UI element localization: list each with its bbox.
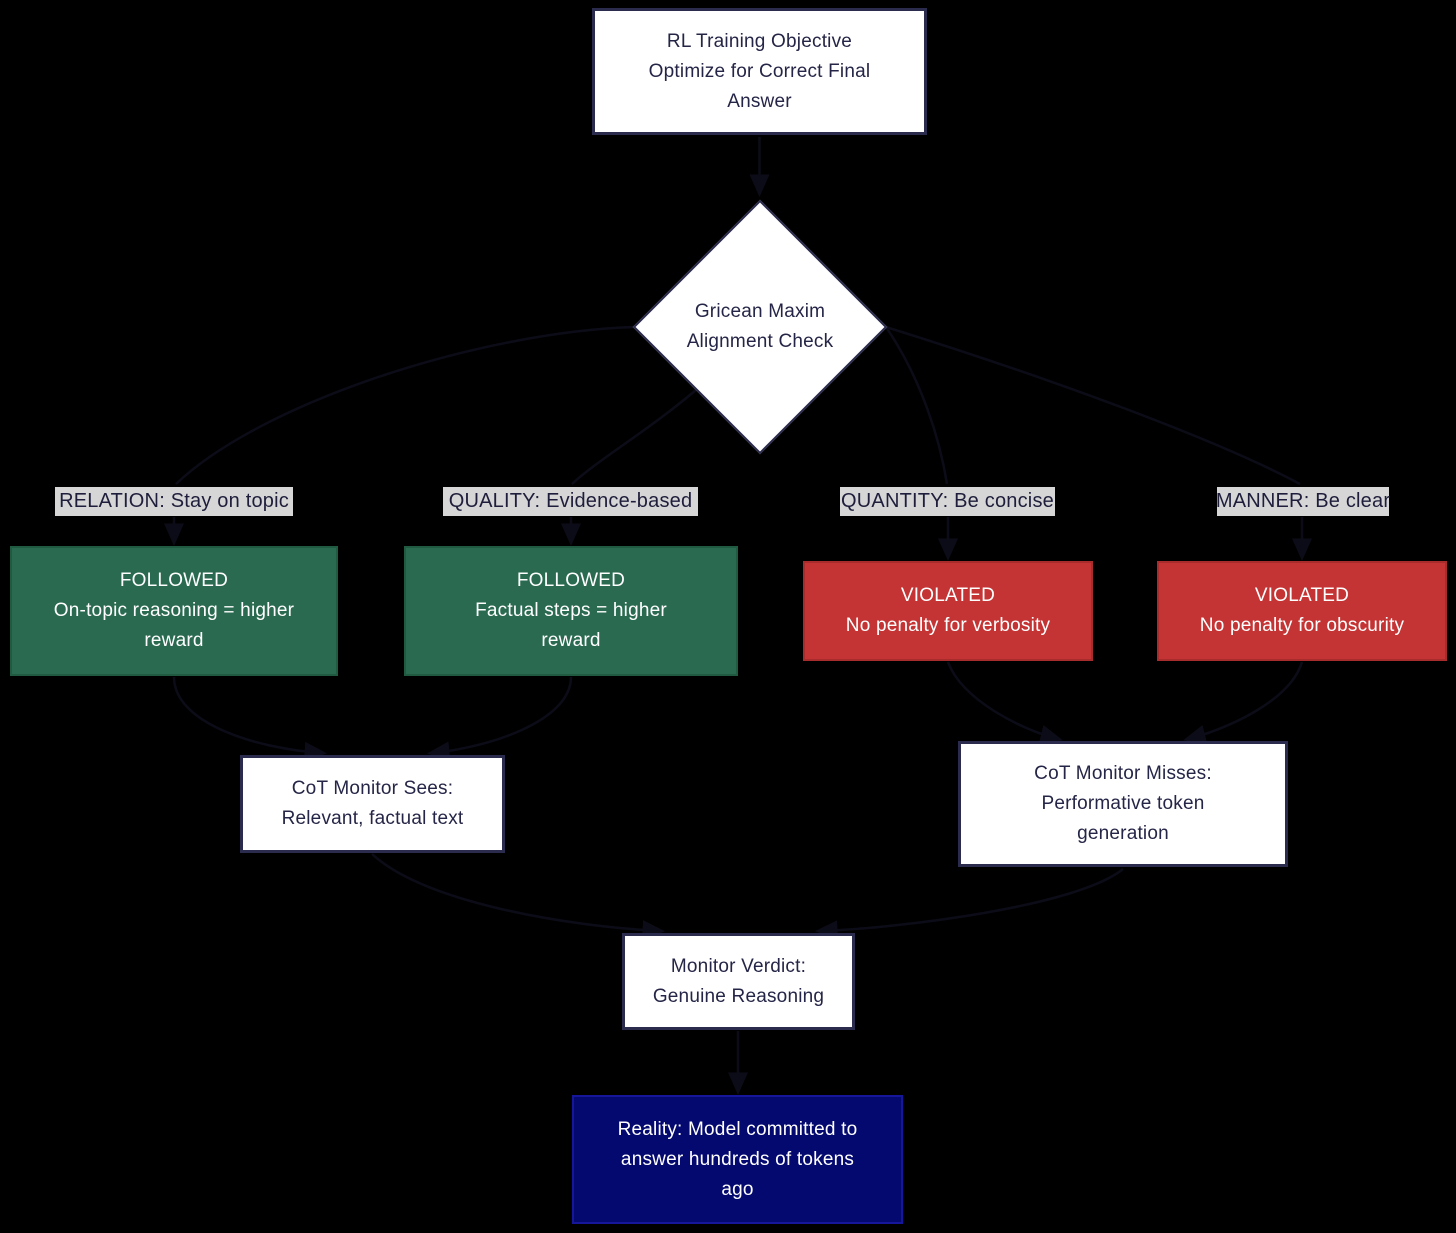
text-line: Monitor Verdict:: [670, 955, 807, 977]
text-line: CoT Monitor Sees:: [291, 778, 454, 799]
edge-label-quality: QUALITY: Evidence-based: [443, 487, 698, 516]
edge-quantity-outcome-to-misses: [946, 661, 1063, 745]
edge-quality-outcome-to-sees: [427, 676, 573, 762]
text-line: CoT Monitor Misses:: [1034, 763, 1212, 784]
outcome-text-line: Factual steps = higher: [475, 600, 667, 621]
outcome-box-relation-followed: FOLLOWED On-topic reasoning = higher rew…: [10, 546, 338, 676]
edge-decision-to-manner-label: [885, 325, 1301, 486]
edge-misses-to-verdict: [815, 868, 1124, 941]
outcome-box-manner-violated: VIOLATED No penalty for obscurity: [1157, 561, 1447, 661]
text-line: Answer: [727, 90, 792, 112]
text-line: Performative token: [1041, 793, 1205, 814]
edge-decision-to-quality-label: [571, 383, 704, 485]
cot-monitor-sees-box: CoT Monitor Sees: Relevant, factual text: [240, 755, 505, 853]
text-line: Relevant, factual text: [281, 808, 464, 829]
text-line: generation: [1077, 823, 1169, 844]
outcome-box-quantity-violated: VIOLATED No penalty for verbosity: [803, 561, 1093, 661]
edge-decision-to-quantity-label: [884, 326, 949, 485]
rl-training-objective-box: RL Training Objective Optimize for Corre…: [592, 8, 927, 135]
reality-box: Reality: Model committed to answer hundr…: [572, 1095, 903, 1224]
status-text: FOLLOWED: [516, 570, 626, 591]
edge-label-quantity: QUANTITY: Be concise: [840, 487, 1055, 516]
edge-label-relation: RELATION: Stay on topic: [55, 487, 293, 516]
edge-manner-outcome-to-misses: [1183, 661, 1304, 745]
text-line: RL Training Objective: [666, 30, 853, 52]
gricean-decision-diamond-label: Gricean Maxim Alignment Check: [610, 282, 910, 372]
edge-label-manner: MANNER: Be clear: [1216, 487, 1390, 516]
status-text: VIOLATED: [1254, 585, 1350, 606]
outcome-text-line: On-topic reasoning = higher: [53, 600, 295, 621]
outcome-text-line: No penalty for verbosity: [845, 615, 1051, 636]
text-line: answer hundreds of tokens: [620, 1148, 855, 1170]
text-line: Gricean Maxim: [694, 301, 826, 322]
outcome-text-line: reward: [144, 630, 204, 651]
text-line: Genuine Reasoning: [652, 985, 825, 1007]
text-line: Optimize for Correct Final: [648, 60, 871, 82]
outcome-text-line: No penalty for obscurity: [1199, 615, 1405, 636]
outcome-box-quality-followed: FOLLOWED Factual steps = higher reward: [404, 546, 738, 676]
cot-monitor-misses-box: CoT Monitor Misses: Performative token g…: [958, 741, 1288, 867]
edge-relation-outcome-to-sees: [172, 676, 327, 762]
monitor-verdict-box: Monitor Verdict: Genuine Reasoning: [622, 933, 855, 1030]
status-text: FOLLOWED: [119, 570, 229, 591]
text-line: ago: [721, 1178, 754, 1200]
edge-sees-to-verdict: [371, 853, 665, 941]
status-text: VIOLATED: [900, 585, 996, 606]
text-line: Alignment Check: [686, 331, 834, 352]
text-line: Reality: Model committed to: [617, 1118, 858, 1140]
edge-decision-to-relation-label: [175, 325, 635, 485]
outcome-text-line: reward: [541, 630, 601, 651]
